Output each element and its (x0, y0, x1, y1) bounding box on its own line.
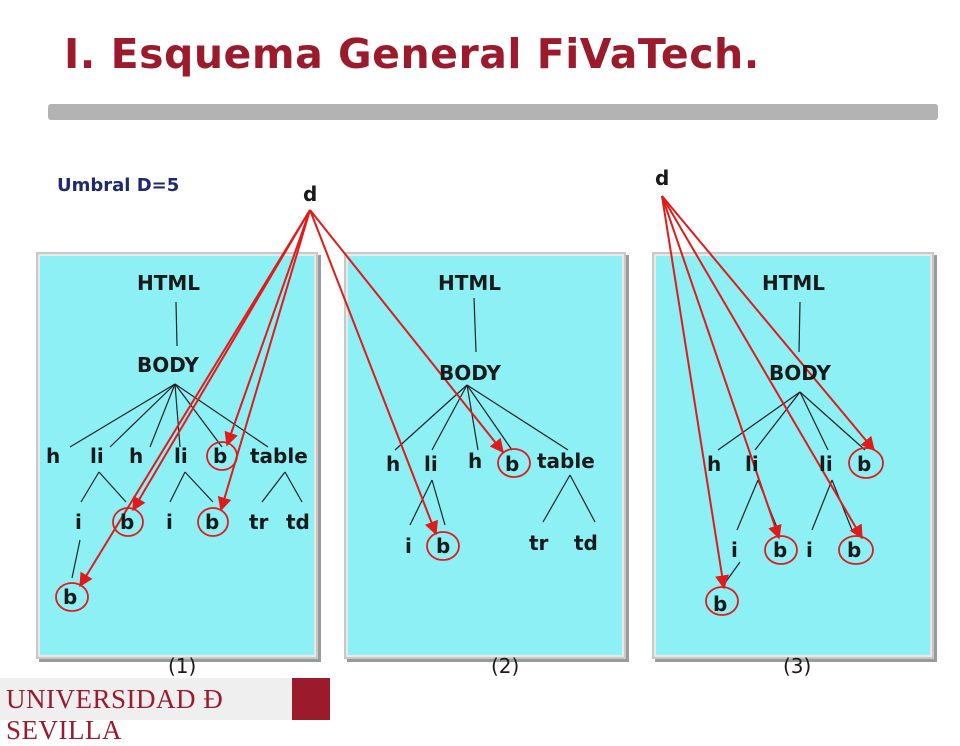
node-body: BODY (769, 361, 831, 385)
node-i: i (806, 538, 813, 562)
node-html: HTML (438, 271, 501, 295)
node-i: i (731, 538, 738, 562)
node-h: h (46, 444, 60, 468)
node-b: b (847, 538, 861, 562)
node-table: table (537, 449, 595, 473)
node-b: b (857, 452, 871, 476)
tree-edges (69, 297, 866, 584)
node-body: BODY (137, 353, 199, 377)
node-tr: tr (249, 510, 269, 534)
node-li: li (424, 452, 438, 476)
node-body: BODY (439, 361, 501, 385)
node-i: i (75, 510, 82, 534)
node-h: h (468, 449, 482, 473)
node-li: li (745, 452, 759, 476)
tree-panel-2 (344, 252, 626, 659)
node-b: b (205, 510, 219, 534)
node-table: table (250, 444, 308, 468)
node-b: b (505, 452, 519, 476)
node-td: td (286, 510, 310, 534)
caption-1: (1) (168, 654, 196, 678)
node-i: i (166, 510, 173, 534)
d-node-left: d (303, 182, 317, 206)
node-b: b (120, 510, 134, 534)
node-html: HTML (137, 271, 200, 295)
node-b: b (213, 444, 227, 468)
slide-title: I. Esquema General FiVaTech. (64, 30, 760, 78)
caption-3: (3) (783, 654, 811, 678)
threshold-label: Umbral D=5 (57, 175, 180, 196)
tree-diagram: d d HTML BODY h li h li b table i b i b … (46, 166, 884, 678)
node-b: b (63, 585, 77, 609)
tree-1-labels: HTML BODY h li h li b table i b i b tr t… (46, 271, 310, 609)
d-node-right: d (655, 166, 669, 190)
node-b: b (713, 592, 727, 616)
node-li: li (174, 444, 188, 468)
d-arrows (79, 195, 875, 590)
node-h: h (707, 452, 721, 476)
node-b: b (773, 538, 787, 562)
node-li: li (90, 444, 104, 468)
title-rule (48, 104, 938, 120)
node-tr: tr (529, 531, 549, 555)
footer-band (0, 678, 300, 720)
caption-2: (2) (491, 654, 519, 678)
node-html: HTML (762, 271, 825, 295)
university-footer: UNIVERSIDAD Ð SEVILLA (0, 678, 330, 745)
tree-2-labels: HTML BODY h li h b table i b tr td (386, 271, 598, 558)
tree-panel-3 (652, 252, 934, 659)
node-b: b (436, 534, 450, 558)
tree-3-labels: HTML BODY h li li b i b i b b (707, 271, 871, 616)
node-i: i (405, 534, 412, 558)
node-td: td (574, 531, 598, 555)
node-h: h (129, 444, 143, 468)
node-li: li (819, 452, 833, 476)
university-logo-text: UNIVERSIDAD Ð SEVILLA (6, 684, 224, 745)
footer-accent (292, 678, 330, 720)
node-h: h (386, 452, 400, 476)
